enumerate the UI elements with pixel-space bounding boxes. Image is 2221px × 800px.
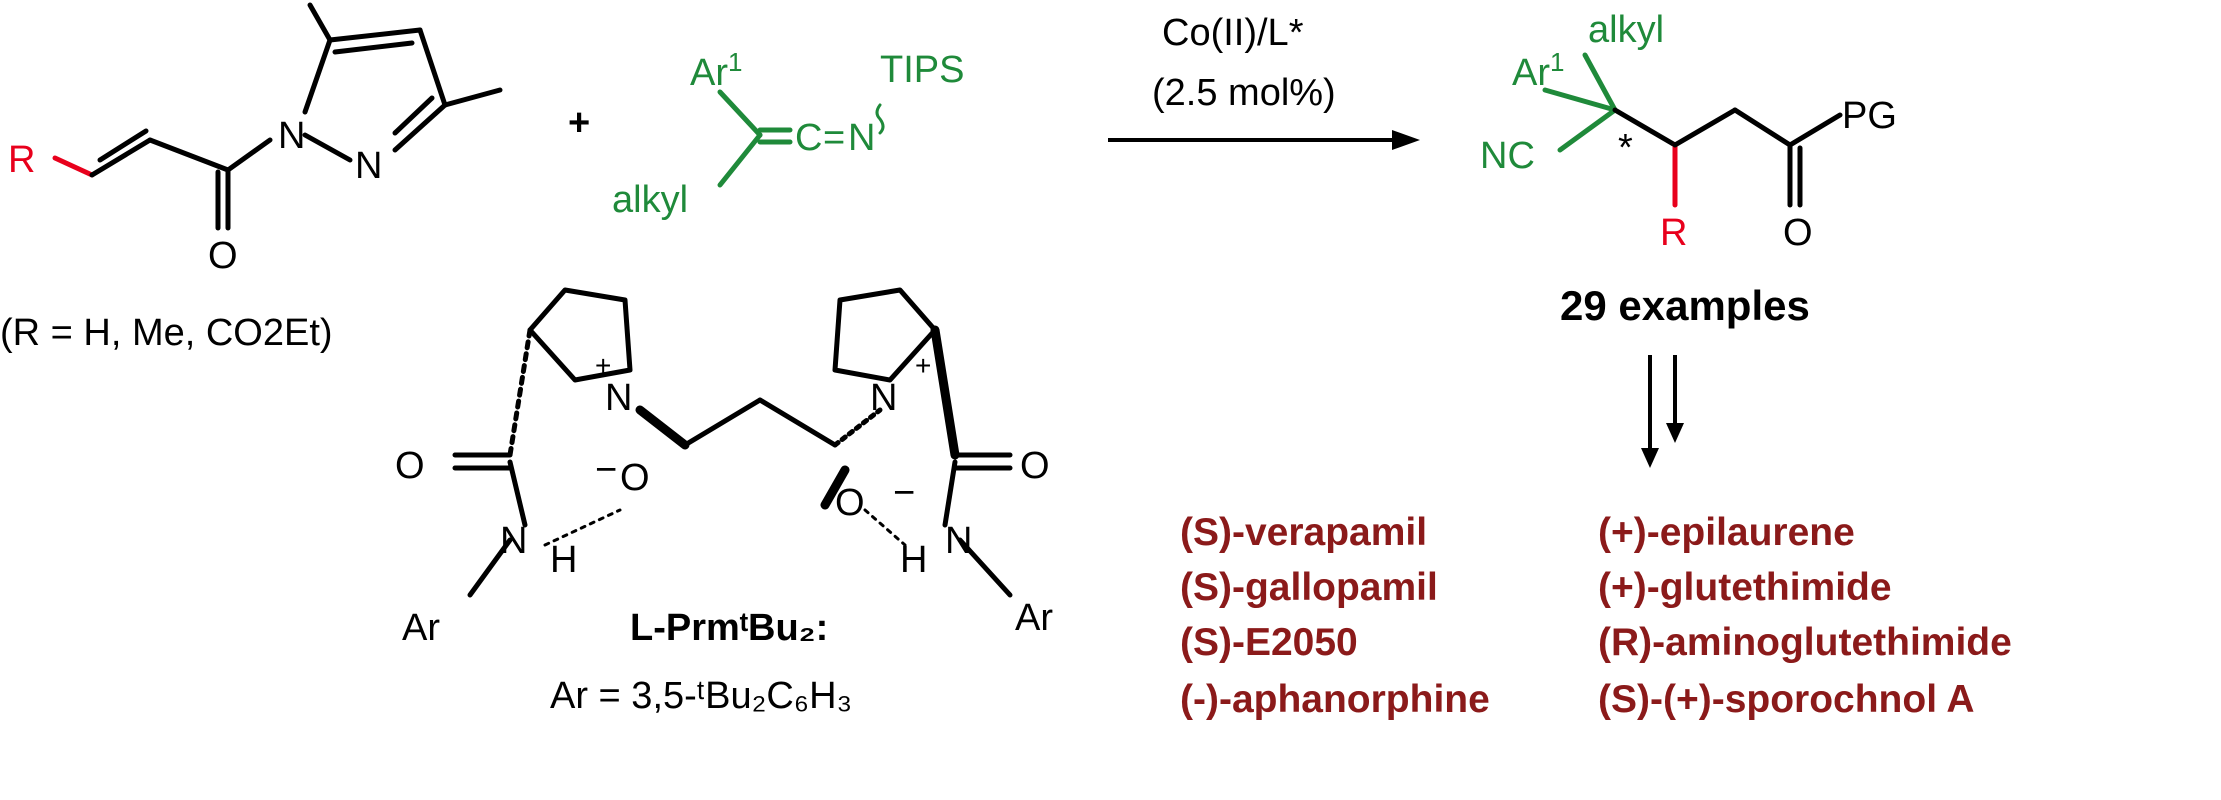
- product-bonds: [1542, 52, 1843, 208]
- reactant-1-bonds: [52, 2, 503, 231]
- target-left-item: (-)-aphanorphine: [1180, 678, 1490, 721]
- ligand-o-minus-left: O: [620, 457, 650, 499]
- ligand-minus-left: −: [595, 449, 617, 491]
- product-ar-label: Ar1: [1512, 47, 1564, 94]
- target-right-item: (R)-aminoglutethimide: [1598, 621, 2012, 664]
- transform-arrow-1-head: [1641, 448, 1659, 468]
- ligand-o-left: O: [395, 445, 425, 487]
- conditions-loading: (2.5 mol%): [1152, 72, 1336, 114]
- product-alkyl-label: alkyl: [1588, 9, 1664, 51]
- ketenimine-eq-label: =: [823, 117, 845, 159]
- ketenimine-c-label: C: [795, 117, 822, 159]
- ligand-nh-right-h: H: [900, 539, 927, 581]
- target-right-item: (S)-(+)-sporochnol A: [1598, 678, 1975, 721]
- ligand-plus-right: +: [915, 350, 931, 381]
- r-group-label: R: [8, 139, 35, 181]
- r-substituents-note: (R = H, Me, CO2Et): [0, 312, 333, 354]
- pyrazole-n1-label: N: [278, 115, 305, 157]
- tips-label: TIPS: [880, 49, 964, 91]
- ketenimine-ar-label: Ar1: [690, 47, 742, 94]
- examples-count-label: 29 examples: [1560, 282, 1810, 329]
- reactant-2-bonds: [717, 89, 885, 188]
- ligand-n-plus-left: N: [605, 377, 632, 419]
- ligand-n-plus-right: N: [870, 377, 897, 419]
- product-pg-label: PG: [1842, 95, 1897, 137]
- product-o-label: O: [1783, 212, 1813, 254]
- ligand-o-minus-right: O: [835, 482, 865, 524]
- target-right-item: (+)-epilaurene: [1598, 511, 1855, 554]
- reaction-arrow-head: [1392, 130, 1420, 150]
- ketenimine-alkyl-label: alkyl: [612, 179, 688, 221]
- conditions-catalyst: Co(II)/L*: [1162, 12, 1304, 54]
- product-r-label: R: [1660, 212, 1687, 254]
- target-right-item: (+)-glutethimide: [1598, 566, 1892, 609]
- ketenimine-n-label: N: [848, 117, 875, 159]
- targets-right-list: (+)-epilaurene (+)-glutethimide (R)-amin…: [1598, 511, 2012, 721]
- ligand-ar-left: Ar: [402, 607, 440, 649]
- ligand-plus-left: +: [595, 350, 611, 381]
- carbonyl-o-label: O: [208, 235, 238, 277]
- stereocenter-star: *: [1618, 127, 1633, 169]
- ligand-o-right: O: [1020, 445, 1050, 487]
- ligand-nh-left-h: H: [550, 539, 577, 581]
- transform-arrow-2-head: [1666, 423, 1684, 443]
- target-left-item: (S)-E2050: [1180, 621, 1358, 664]
- ligand-nh-right-n: N: [945, 520, 972, 562]
- ligand-minus-right: −: [893, 472, 915, 514]
- target-left-item: (S)-verapamil: [1180, 511, 1427, 554]
- ligand-bonds: [452, 287, 1013, 598]
- product-nc-label: NC: [1480, 135, 1535, 177]
- ligand-ar-definition: Ar = 3,5-ᵗBu₂C₆H₃: [550, 675, 852, 717]
- plus-sign: +: [568, 102, 590, 144]
- targets-left-list: (S)-verapamil (S)-gallopamil (S)-E2050 (…: [1180, 511, 1490, 721]
- ligand-nh-left-n: N: [500, 520, 527, 562]
- target-left-item: (S)-gallopamil: [1180, 566, 1438, 609]
- pyrazole-n2-label: N: [355, 145, 382, 187]
- ligand-ar-right: Ar: [1015, 597, 1053, 639]
- ligand-name: L-PrmᵗBu₂:: [630, 607, 828, 649]
